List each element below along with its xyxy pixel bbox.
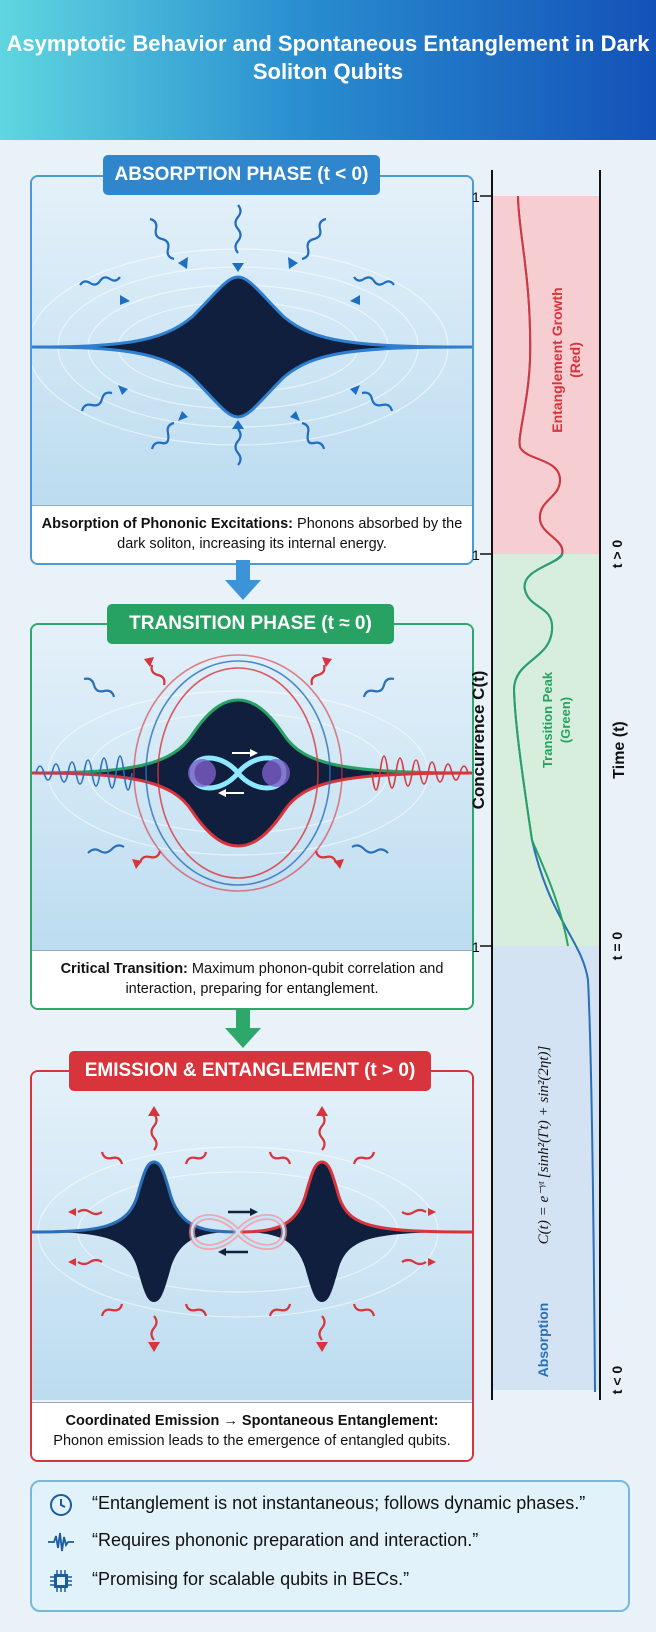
- emission-panel: Coordinated Emission → Spontaneous Entan…: [30, 1070, 474, 1462]
- transition-caption: Critical Transition: Maximum phonon-qubi…: [32, 950, 472, 1008]
- time-axis-label: Time (t): [611, 721, 628, 778]
- absorption-illustration: [32, 177, 472, 505]
- wave-icon: [48, 1532, 74, 1552]
- infinity-icon: [188, 749, 290, 797]
- transition-illustration: [32, 625, 472, 953]
- concurrence-formula: C(t) = e⁻ᵞᵗ [sinh²(Γt) + sin²(2ηt)]: [536, 1046, 552, 1245]
- absorption-region-label: Absorption: [535, 1303, 551, 1378]
- header-banner: Asymptotic Behavior and Spontaneous Enta…: [0, 0, 656, 140]
- absorption-caption: Absorption of Phononic Excitations: Phon…: [32, 505, 472, 563]
- incoming-phonon-arrows: [79, 204, 395, 466]
- entanglement-growth-label: Entanglement Growth: [549, 287, 565, 432]
- transition-peak-label: Transition Peak: [540, 671, 555, 768]
- emission-illustration: [32, 1072, 472, 1400]
- time-tick-label: t > 0: [609, 540, 625, 569]
- time-tick-label: t < 0: [609, 1366, 625, 1395]
- tick-label: 1: [472, 939, 480, 955]
- tick-label: 1: [472, 189, 480, 205]
- tick-label: 1: [472, 547, 480, 563]
- key-point-item: “Entanglement is not instantaneous; foll…: [92, 1493, 586, 1513]
- emission-phase-label: EMISSION & ENTANGLEMENT (t > 0): [69, 1051, 431, 1091]
- absorption-region: [492, 946, 600, 1390]
- concurrence-axis-label: Concurrence C(t): [470, 671, 488, 810]
- down-arrow-icon: [225, 1008, 261, 1048]
- entanglement-growth-sublabel: (Red): [567, 342, 583, 378]
- page-title: Asymptotic Behavior and Spontaneous Enta…: [6, 31, 650, 84]
- down-arrow-icon: [225, 560, 261, 600]
- key-point-item: “Requires phononic preparation and inter…: [92, 1530, 479, 1550]
- chip-icon: [50, 1570, 72, 1592]
- clock-icon: [50, 1494, 72, 1516]
- transition-phase-label: TRANSITION PHASE (t ≈ 0): [107, 604, 394, 644]
- time-tick-label: t = 0: [609, 932, 625, 961]
- infinity-icon: [188, 1208, 288, 1256]
- absorption-phase-label: ABSORPTION PHASE (t < 0): [103, 155, 380, 195]
- key-points-box: “Entanglement is not instantaneous; foll…: [30, 1480, 630, 1612]
- transition-peak-sublabel: (Green): [558, 697, 573, 743]
- transition-peak-region: [492, 554, 600, 946]
- concurrence-chart: 1 1 1 Entanglement Growth (Red) Transiti…: [469, 160, 656, 1460]
- key-point-item: “Promising for scalable qubits in BECs.”: [92, 1569, 410, 1589]
- transition-panel: Critical Transition: Maximum phonon-qubi…: [30, 623, 474, 1010]
- emission-caption: Coordinated Emission → Spontaneous Entan…: [32, 1402, 472, 1460]
- absorption-panel: Absorption of Phononic Excitations: Phon…: [30, 175, 474, 565]
- entanglement-growth-region: [492, 196, 600, 554]
